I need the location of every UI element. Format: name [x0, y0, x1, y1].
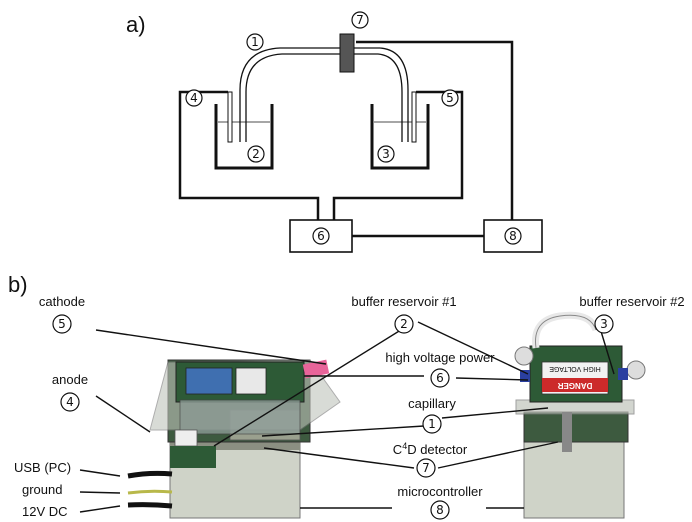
electrode-left [228, 92, 232, 142]
svg-text:5: 5 [446, 91, 454, 105]
high-voltage-power-label: high voltage power [385, 350, 495, 365]
callout-buffer-reservoir-2: buffer reservoir #2 3 [579, 294, 684, 333]
svg-text:2: 2 [252, 147, 260, 161]
num-8-a: 8 [505, 228, 521, 244]
c4d-detector-label: C4D detector [393, 441, 468, 457]
svg-text:3: 3 [600, 317, 608, 331]
svg-text:1: 1 [428, 417, 436, 431]
num-6-a: 6 [313, 228, 329, 244]
svg-text:4: 4 [66, 395, 74, 409]
callout-capillary: capillary 1 [408, 396, 456, 433]
ground-label: ground [22, 482, 62, 497]
capillary-label: capillary [408, 396, 456, 411]
power-in-label: 12V DC [22, 504, 68, 519]
num-2-a: 2 [248, 146, 264, 162]
hv-warning-text: HIGH VOLTAGE [549, 365, 601, 372]
svg-text:5: 5 [58, 317, 66, 331]
svg-text:2: 2 [400, 317, 408, 331]
num-7-a: 7 [352, 12, 368, 28]
beaker-left [216, 104, 272, 168]
usb-label: USB (PC) [14, 460, 71, 475]
callout-anode: anode 4 [52, 372, 88, 411]
callout-usb: USB (PC) [14, 460, 71, 475]
svg-text:1: 1 [251, 35, 259, 49]
buffer-reservoir-2-label: buffer reservoir #2 [579, 294, 684, 309]
num-5-a: 5 [442, 90, 458, 106]
anode-label: anode [52, 372, 88, 387]
svg-text:3: 3 [382, 147, 390, 161]
svg-text:6: 6 [317, 229, 325, 243]
capillary-tube [240, 48, 408, 142]
callout-microcontroller: microcontroller 8 [397, 484, 483, 519]
cathode-label: cathode [39, 294, 85, 309]
num-4-a: 4 [186, 90, 202, 106]
callout-12v-dc: 12V DC [22, 504, 68, 519]
danger-warning-text: DANGER [557, 381, 592, 390]
detector-block [340, 34, 354, 72]
device-photo-left [128, 360, 340, 518]
device-photo-right: HIGH VOLTAGE DANGER [515, 315, 645, 518]
electrode-right [412, 92, 416, 142]
buffer-reservoir-1-label: buffer reservoir #1 [351, 294, 456, 309]
panel-b-label: b) [8, 272, 28, 297]
callout-cathode: cathode 5 [39, 294, 85, 333]
panel-a-label: a) [126, 12, 146, 37]
svg-text:6: 6 [436, 371, 444, 385]
microcontroller-label: microcontroller [397, 484, 483, 499]
callout-ground: ground [22, 482, 62, 497]
svg-text:8: 8 [436, 503, 444, 517]
svg-text:7: 7 [356, 13, 364, 27]
svg-text:4: 4 [190, 91, 198, 105]
callout-high-voltage-power: high voltage power 6 [385, 350, 495, 387]
svg-text:8: 8 [509, 229, 517, 243]
callout-buffer-reservoir-1: buffer reservoir #1 2 [351, 294, 456, 333]
callout-c4d-detector: C4D detector 7 [393, 441, 468, 477]
svg-text:7: 7 [422, 461, 430, 475]
num-3-a: 3 [378, 146, 394, 162]
num-1-a: 1 [247, 34, 263, 50]
